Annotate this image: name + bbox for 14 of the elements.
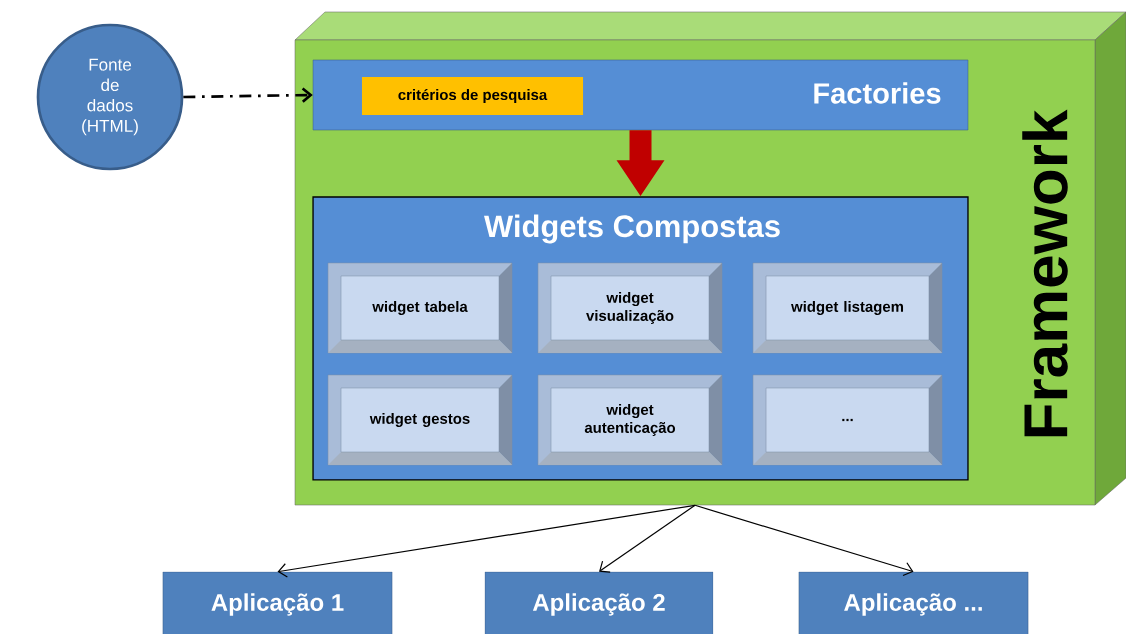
application-box: Aplicação ... — [798, 571, 1029, 634]
application-box: Aplicação 2 — [484, 571, 714, 634]
arrow — [277, 504, 696, 578]
widget-button: widget listagem — [752, 262, 943, 354]
arrow — [183, 87, 313, 103]
widget-button: ... — [752, 374, 943, 466]
widget-button: widget visualização — [537, 262, 723, 354]
application-box: Aplicação 1 — [162, 571, 393, 634]
widget-button: widget autenticação — [537, 374, 723, 466]
arrow — [694, 504, 914, 577]
arrow — [599, 504, 696, 573]
widget-button: widget tabela — [327, 262, 513, 354]
criteria-box: critérios de pesquisa — [362, 77, 584, 115]
widget-button: widget gestos — [327, 374, 513, 466]
